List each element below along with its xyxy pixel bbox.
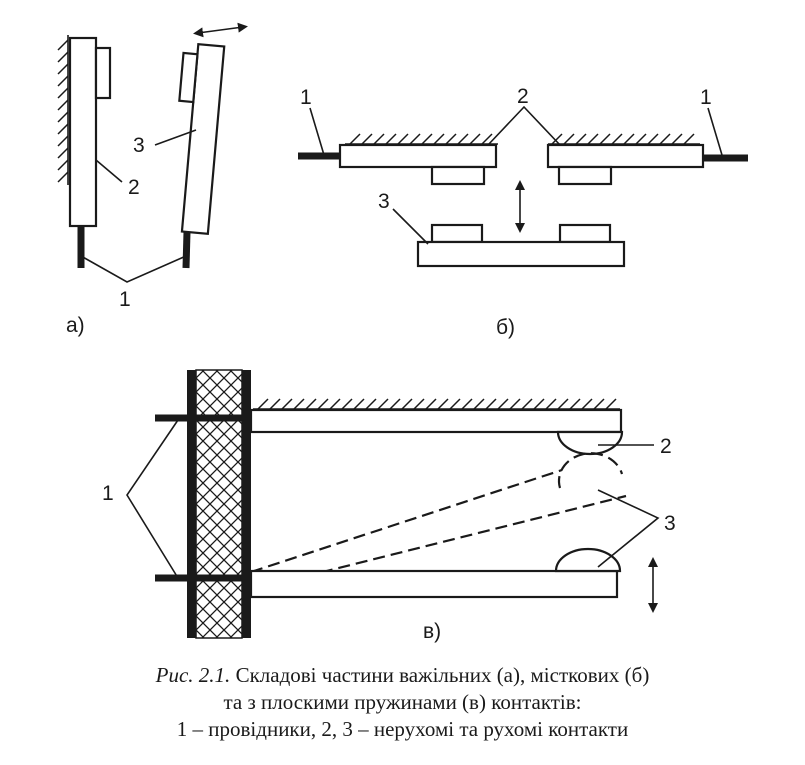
fixed-contact-pad-left: [430, 165, 486, 186]
insulating-block: [195, 369, 243, 639]
fixed-plate-left: [338, 143, 498, 169]
panel-v: 1 2 3 в): [102, 369, 676, 643]
callout-2: 2: [660, 435, 672, 458]
leader-3: [154, 129, 197, 146]
caption-line-3: 1 – провідники, 2, 3 – нерухомі та рухом…: [176, 717, 629, 741]
fixed-flat-spring: [249, 408, 623, 434]
panel-v-label: в): [423, 620, 441, 643]
moving-lever-plate: [180, 43, 226, 235]
fixed-contact-pad: [94, 46, 112, 100]
insulator-side-right: [242, 370, 251, 638]
panel-a-label: а): [66, 314, 85, 337]
leader-1-left: [309, 107, 325, 156]
moving-bridge-plate: [416, 240, 626, 268]
callout-2: 2: [517, 85, 529, 108]
leader-1: [80, 255, 187, 283]
panel-a: 3 2 1 а): [57, 22, 248, 337]
insulator-side-left: [187, 370, 196, 638]
callout-3: 3: [664, 512, 676, 535]
contacts-diagram: 3 2 1 а): [57, 22, 748, 643]
bridge-contact-pad-right: [558, 223, 612, 244]
callout-1: 1: [119, 288, 131, 311]
caption-line-2: та з плоскими пружинами (в) контактів:: [223, 690, 582, 714]
leader-2: [95, 159, 123, 183]
caption-line-1-text: Складові частини важільних (а), місткови…: [235, 663, 650, 687]
fixed-lever-plate: [68, 36, 98, 228]
callout-1: 1: [102, 482, 114, 505]
fixed-support-hatching: [253, 398, 620, 410]
fixed-support-hatching: [57, 35, 69, 185]
moving-contact-dome: [554, 547, 622, 573]
moving-contact-pad: [178, 51, 199, 104]
callout-3: 3: [378, 190, 390, 213]
callout-1-left: 1: [300, 86, 312, 109]
caption-line-1: Рис. 2.1. Складові частини важільних (а)…: [0, 662, 805, 689]
fixed-support-hatching: [345, 133, 700, 145]
callout-2: 2: [128, 176, 140, 199]
moving-flat-spring: [249, 569, 619, 599]
fixed-contact-pad-right: [557, 165, 613, 186]
bridge-contact-pad-left: [430, 223, 484, 244]
fixed-contact-dome: [556, 430, 624, 456]
figure-caption: Рис. 2.1. Складові частини важільних (а)…: [0, 662, 805, 743]
leader-3: [392, 208, 429, 245]
motion-arrow-horizontal: [193, 22, 248, 38]
callout-1-right: 1: [700, 86, 712, 109]
leader-1-right: [707, 107, 723, 156]
leader-3: [597, 489, 660, 568]
panel-b: 1 2 1 3 б): [298, 85, 748, 339]
callout-3: 3: [133, 134, 145, 157]
fixed-plate-right: [546, 143, 705, 169]
panel-b-label: б): [496, 316, 515, 339]
figure-number: Рис. 2.1.: [155, 663, 231, 687]
conductor-wire-right: [182, 231, 191, 269]
moving-contact-dashed-dome: [557, 452, 624, 489]
leader-1: [126, 419, 179, 579]
leader-2: [487, 105, 561, 146]
moving-lever: [178, 43, 226, 235]
